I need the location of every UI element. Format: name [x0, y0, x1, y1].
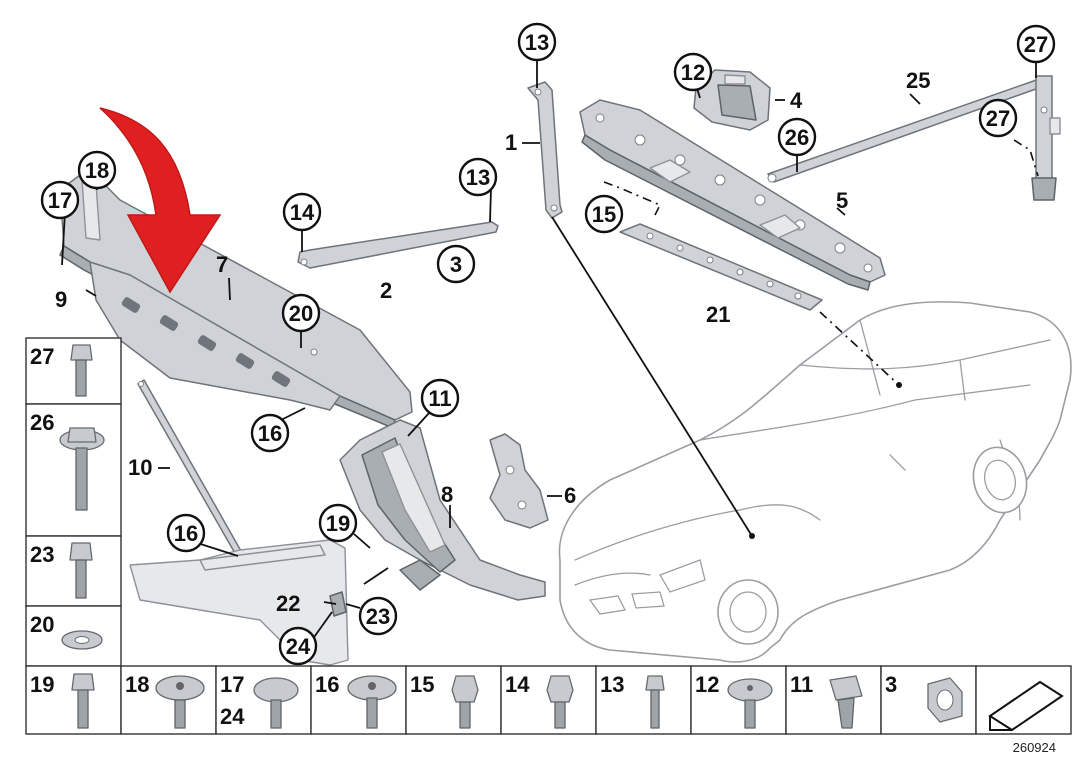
svg-text:14: 14	[290, 200, 315, 225]
hardware-box-13: 13	[595, 665, 692, 735]
callout-25: 25	[906, 68, 930, 93]
part-5-brace-plate	[579, 99, 886, 291]
svg-text:12: 12	[681, 60, 705, 85]
callout-3: 3	[436, 244, 476, 284]
callout-13b: 13	[458, 157, 498, 197]
callout-27a: 27	[1016, 24, 1056, 64]
callout-17: 17	[40, 180, 80, 220]
callout-7: 7	[216, 252, 228, 277]
callout-6: 6	[564, 483, 576, 508]
callout-19: 19	[318, 503, 358, 543]
hardware-box-12: 12	[690, 665, 787, 735]
part-1-strut	[527, 81, 563, 219]
svg-text:3: 3	[885, 672, 897, 697]
svg-text:20: 20	[289, 301, 313, 326]
hardware-box-15: 15	[405, 665, 502, 735]
svg-text:16: 16	[315, 672, 339, 697]
hardware-box-14: 14	[500, 665, 597, 735]
callout-8: 8	[441, 482, 453, 507]
callout-4: 4	[790, 88, 803, 113]
hardware-box-16: 16	[310, 665, 407, 735]
svg-text:24: 24	[220, 704, 245, 729]
hardware-box-19: 19	[25, 665, 122, 735]
hardware-box-26: 26	[25, 403, 122, 537]
callout-24: 24	[278, 626, 318, 666]
callout-16b: 16	[166, 513, 206, 553]
hardware-box-20: 20	[25, 605, 122, 667]
hardware-box-17-24: 17 24	[215, 665, 312, 735]
svg-text:23: 23	[30, 542, 54, 567]
callout-11: 11	[420, 378, 460, 418]
paper-corner-icon	[975, 665, 1072, 735]
callout-13a: 13	[517, 22, 557, 62]
callout-13a-label: 13	[525, 30, 549, 55]
reference-number: 260924	[1013, 740, 1056, 755]
svg-text:23: 23	[366, 604, 390, 629]
callout-10: 10	[128, 455, 152, 480]
callout-12: 12	[673, 52, 713, 92]
svg-text:11: 11	[790, 672, 813, 697]
car-outline	[558, 301, 1072, 663]
callout-16a: 16	[250, 413, 290, 453]
callout-5: 5	[836, 188, 848, 213]
svg-text:27: 27	[986, 106, 1010, 131]
callout-26: 26	[777, 117, 817, 157]
svg-text:19: 19	[326, 511, 350, 536]
svg-text:15: 15	[592, 202, 616, 227]
callout-15: 15	[584, 194, 624, 234]
callout-9: 9	[55, 287, 67, 312]
svg-text:16: 16	[174, 521, 198, 546]
hardware-box-27: 27	[25, 337, 122, 405]
callout-27b: 27	[978, 98, 1018, 138]
svg-text:17: 17	[48, 188, 72, 213]
svg-text:27: 27	[1024, 32, 1048, 57]
part-8-duct	[339, 419, 546, 601]
svg-text:17: 17	[220, 672, 244, 697]
hardware-box-11: 11	[785, 665, 882, 735]
hardware-box-3: 3	[880, 665, 977, 735]
callout-2: 2	[380, 278, 392, 303]
svg-text:18: 18	[125, 672, 149, 697]
svg-text:15: 15	[410, 672, 434, 697]
part-21-gasket	[619, 223, 823, 311]
svg-text:20: 20	[30, 612, 54, 637]
svg-text:24: 24	[286, 634, 311, 659]
svg-text:19: 19	[30, 672, 54, 697]
hardware-box-18: 18	[120, 665, 217, 735]
callout-21: 21	[706, 302, 730, 327]
svg-text:27: 27	[30, 344, 54, 369]
hardware-box-23: 23	[25, 535, 122, 607]
part-6-bracket	[489, 433, 549, 529]
callout-22: 22	[276, 591, 300, 616]
svg-text:13: 13	[466, 165, 490, 190]
callout-1: 1	[505, 130, 517, 155]
svg-text:16: 16	[258, 421, 282, 446]
svg-text:26: 26	[785, 125, 809, 150]
svg-text:14: 14	[505, 672, 530, 697]
callout-20: 20	[281, 293, 321, 333]
svg-text:11: 11	[428, 386, 451, 411]
part-25-rod	[767, 75, 1061, 201]
svg-text:12: 12	[695, 672, 719, 697]
part-4-bracket	[693, 69, 771, 131]
red-arrow-icon	[99, 107, 222, 294]
callout-18: 18	[77, 150, 117, 190]
svg-text:3: 3	[450, 252, 462, 277]
svg-text:18: 18	[85, 158, 109, 183]
part-9-shield	[89, 261, 341, 411]
svg-text:26: 26	[30, 410, 54, 435]
callout-23: 23	[358, 596, 398, 636]
callout-14: 14	[282, 192, 322, 232]
part-22-clip	[329, 591, 347, 617]
svg-text:13: 13	[600, 672, 624, 697]
